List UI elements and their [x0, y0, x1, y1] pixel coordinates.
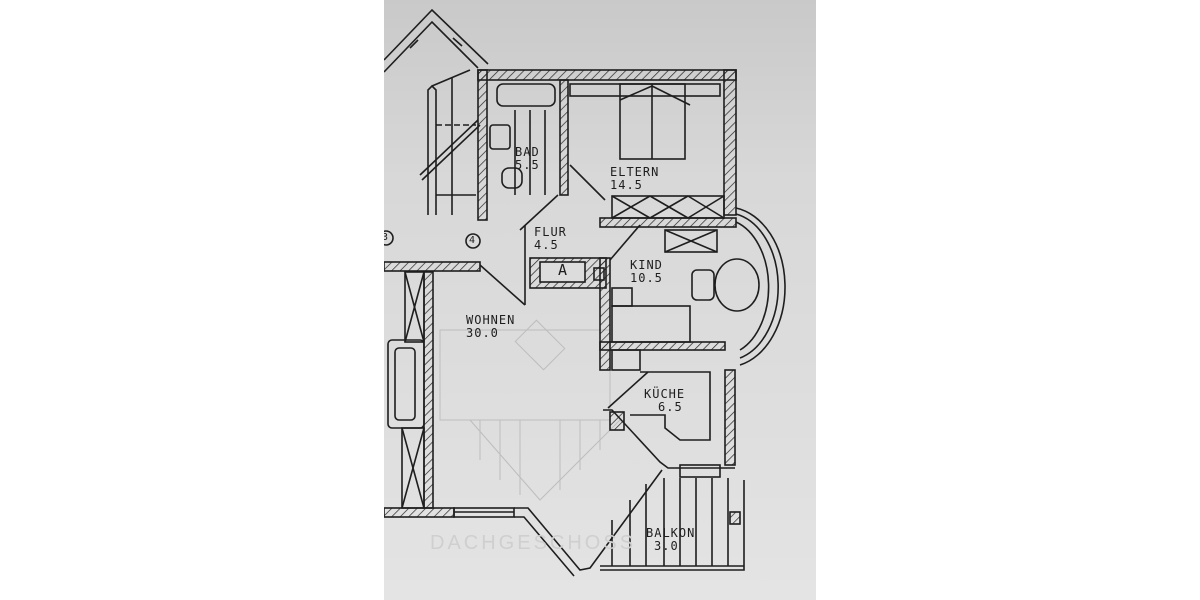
room-name: BAD	[515, 145, 540, 159]
room-area: 4.5	[534, 238, 559, 252]
room-name: FLUR	[534, 225, 567, 239]
room-area: 30.0	[466, 326, 499, 340]
room-name: BALKON	[646, 526, 696, 540]
storage-marker-a: A	[558, 261, 569, 279]
floor-plan-drawing	[384, 8, 786, 577]
marker-3: 3	[384, 232, 390, 243]
marker-4: 4	[469, 235, 477, 246]
room-name: KÜCHE	[644, 387, 686, 401]
room-area: 6.5	[658, 400, 683, 414]
ghost-floor-title: DACHGESCHOSS	[430, 532, 637, 554]
room-area: 10.5	[630, 271, 663, 285]
room-name: ELTERN	[610, 165, 660, 179]
room-area: 5.5	[515, 158, 540, 172]
room-name: KIND	[630, 258, 663, 272]
room-name: WOHNEN	[466, 313, 516, 327]
room-area: 3.0	[654, 539, 679, 553]
room-area: 14.5	[610, 178, 643, 192]
